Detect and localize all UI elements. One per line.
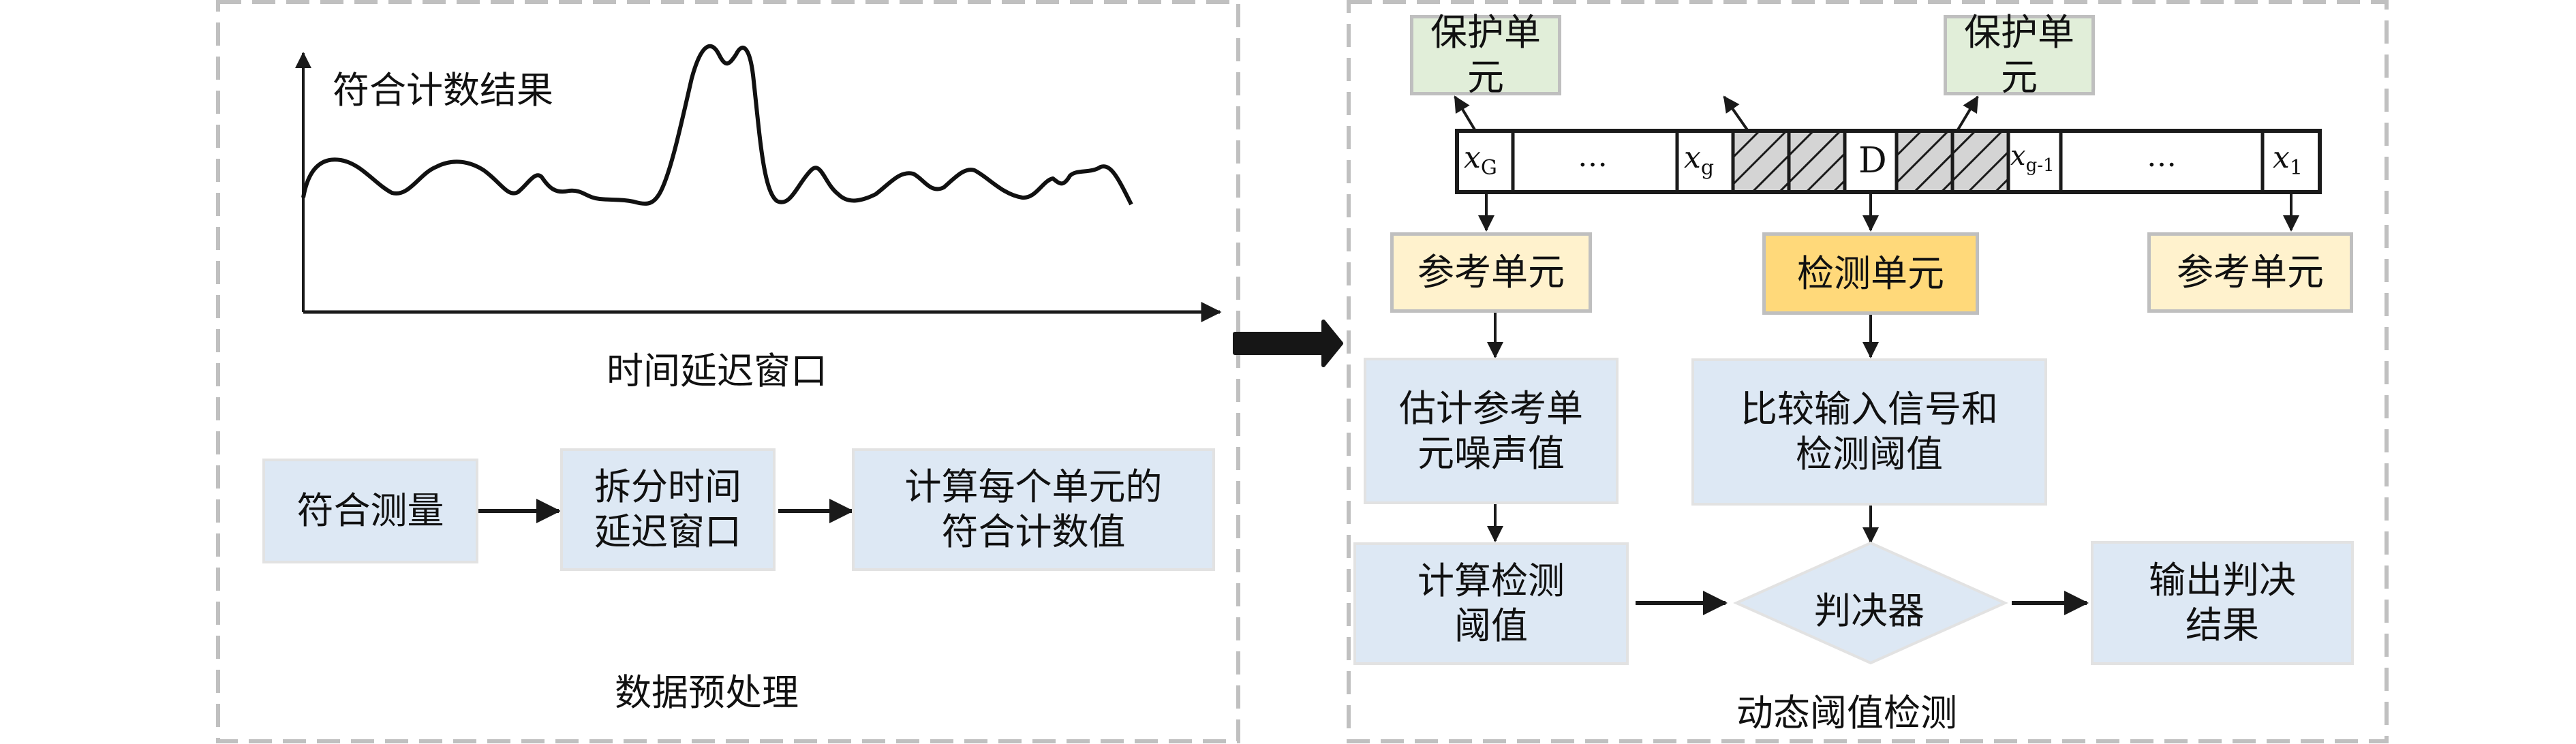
decider-diamond [1733,541,2008,665]
guard-pointer-right [1956,95,1979,132]
guard-cell [1789,131,1845,192]
estimate-noise-box: 估计参考单 元噪声值 [1364,358,1619,504]
panel-transition-arrow [1233,320,1343,367]
compute-threshold-line-1: 计算检测 [1417,559,1565,602]
compute-threshold-line-2: 阈值 [1454,604,1528,647]
guard-cell-label-left-text: 保护单元 [1430,11,1541,99]
guard-cell [1897,131,1952,192]
coincidence-curve [301,44,1133,206]
reference-cell-right: 参考单元 [2147,232,2353,313]
right-panel-caption: 动态阈值检测 [1736,692,1957,734]
arrow-to-guard-left [1454,95,1477,132]
split-window-box: 拆分时间 延迟窗口 [560,448,776,571]
compute-counts-line-1: 计算每个单元的 [904,465,1163,508]
compute-threshold-box: 计算检测 阈值 [1353,542,1629,665]
cell-x1-sub: 1 [2289,155,2303,180]
cell-x1: x1 [2273,140,2303,180]
cell-xg-1-sub: g-1 [2025,155,2055,176]
output-result-box: 输出判决 结果 [2091,541,2354,665]
estimate-noise-line-1: 估计参考单 [1399,386,1583,430]
cell-xg-sub: g [1700,155,1715,180]
split-window-line-2: 延迟窗口 [594,510,741,553]
cell-xg-1: xg-1 [2010,140,2055,176]
cell-xG-sub: G [1480,155,1497,180]
detection-cell-label: 检测单元 [1797,251,1944,295]
left-panel-caption: 数据预处理 [615,671,799,714]
compare-signal-line-2: 检测阈值 [1796,433,1943,476]
decider-label: 判决器 [1814,589,1925,632]
reference-cell-left-label: 参考单元 [1417,251,1565,294]
cell-ellipsis-left: … [1578,139,1612,174]
compare-signal-box: 比较输入信号和 检测阈值 [1691,358,2047,506]
split-window-line-1: 拆分时间 [594,465,741,508]
output-result-line-2: 结果 [2186,604,2259,647]
x-axis-label: 时间延迟窗口 [607,350,827,392]
reference-cell-right-label: 参考单元 [2177,251,2324,294]
guard-cell-label-right-text: 保护单元 [1964,11,2074,99]
right-panel-border [1347,0,2389,743]
cell-ellipsis-right: … [2147,139,2181,174]
guard-pointer-left [1723,95,1749,132]
compute-counts-box: 计算每个单元的 符合计数值 [852,448,1215,571]
guard-cell-label-right: 保护单元 [1944,11,2095,99]
guard-cell [1952,131,2008,192]
cell-detect-D: D [1858,140,1887,181]
estimate-noise-line-2: 元噪声值 [1417,431,1565,475]
coincidence-measurement-box: 符合测量 [262,459,478,563]
detection-cell: 检测单元 [1762,232,1979,315]
cell-row [1455,129,2322,194]
cell-xG: xG [1464,140,1497,180]
reference-cell-left: 参考单元 [1390,232,1592,313]
guard-cell [1733,131,1789,192]
y-axis-label: 符合计数结果 [333,69,553,112]
compute-counts-line-2: 符合计数值 [941,510,1126,553]
compare-signal-line-1: 比较输入信号和 [1741,388,1998,431]
output-result-line-1: 输出判决 [2149,559,2296,602]
guard-cell-label-left: 保护单元 [1410,11,1561,99]
cell-xg: xg [1684,140,1715,180]
coincidence-measurement-label: 符合测量 [296,489,444,532]
left-panel-border [216,0,1240,743]
